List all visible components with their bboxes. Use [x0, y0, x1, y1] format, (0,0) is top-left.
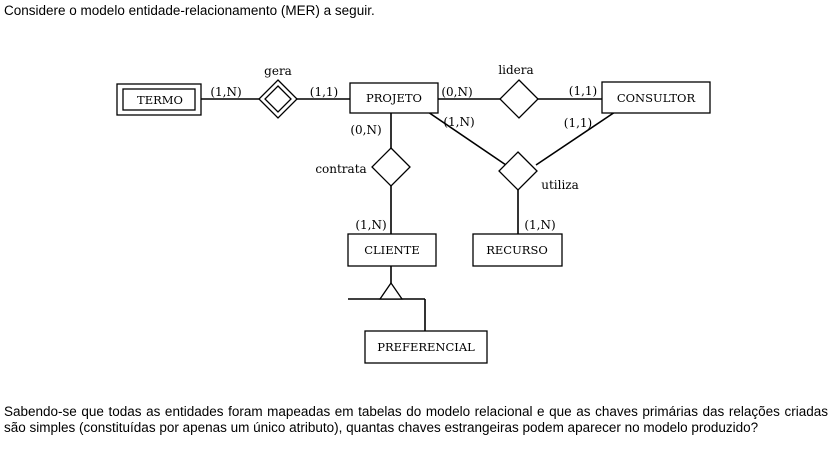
relationship-lidera: lidera	[498, 63, 539, 119]
card-projeto-contrata: (0,N)	[350, 123, 381, 137]
entity-termo-label: TERMO	[137, 93, 183, 107]
connector-lines	[200, 98, 616, 331]
card-projeto-gera: (1,1)	[310, 85, 338, 99]
entity-preferencial-label: PREFERENCIAL	[377, 340, 475, 354]
card-consultor-utiliza: (1,1)	[564, 116, 592, 130]
relationship-utiliza-label: utiliza	[541, 178, 579, 192]
line-projeto-utiliza	[427, 111, 507, 166]
question-text: Sabendo-se que todas as entidades foram …	[4, 404, 828, 435]
card-recurso-utiliza: (1,N)	[524, 218, 555, 232]
relationship-utiliza: utiliza	[498, 151, 579, 192]
entity-consultor: CONSULTOR	[601, 81, 711, 114]
entity-consultor-label: CONSULTOR	[617, 91, 696, 105]
card-consultor-lidera: (1,1)	[569, 84, 597, 98]
specialization-triangle	[378, 281, 404, 300]
relationship-lidera-label: lidera	[498, 63, 533, 77]
card-cliente-contrata: (1,N)	[355, 218, 386, 232]
line-consultor-utiliza	[535, 111, 616, 166]
entity-recurso-label: RECURSO	[486, 243, 548, 257]
intro-text: Considere o modelo entidade-relacionamen…	[4, 3, 375, 18]
entity-termo: TERMO	[116, 83, 202, 116]
entity-cliente-label: CLIENTE	[364, 243, 420, 257]
entity-recurso: RECURSO	[472, 233, 563, 267]
er-diagram: TERMO PROJETO CONSULTOR CLIENTE RECURSO …	[116, 63, 711, 364]
entity-projeto: PROJETO	[349, 82, 439, 114]
relationship-gera: gera	[258, 64, 298, 119]
relationship-gera-label: gera	[264, 64, 292, 78]
entity-cliente: CLIENTE	[347, 233, 437, 267]
relationship-contrata-label: contrata	[315, 162, 366, 176]
relationship-contrata: contrata	[315, 147, 411, 187]
card-projeto-lidera: (0,N)	[441, 85, 472, 99]
entity-preferencial: PREFERENCIAL	[364, 330, 488, 364]
card-projeto-utiliza: (1,N)	[443, 115, 474, 129]
cardinality-labels: (1,N) (1,1) (0,N) (1,1) (0,N) (1,N) (1,1…	[210, 84, 597, 232]
entity-projeto-label: PROJETO	[366, 91, 422, 105]
card-termo-gera: (1,N)	[210, 85, 241, 99]
